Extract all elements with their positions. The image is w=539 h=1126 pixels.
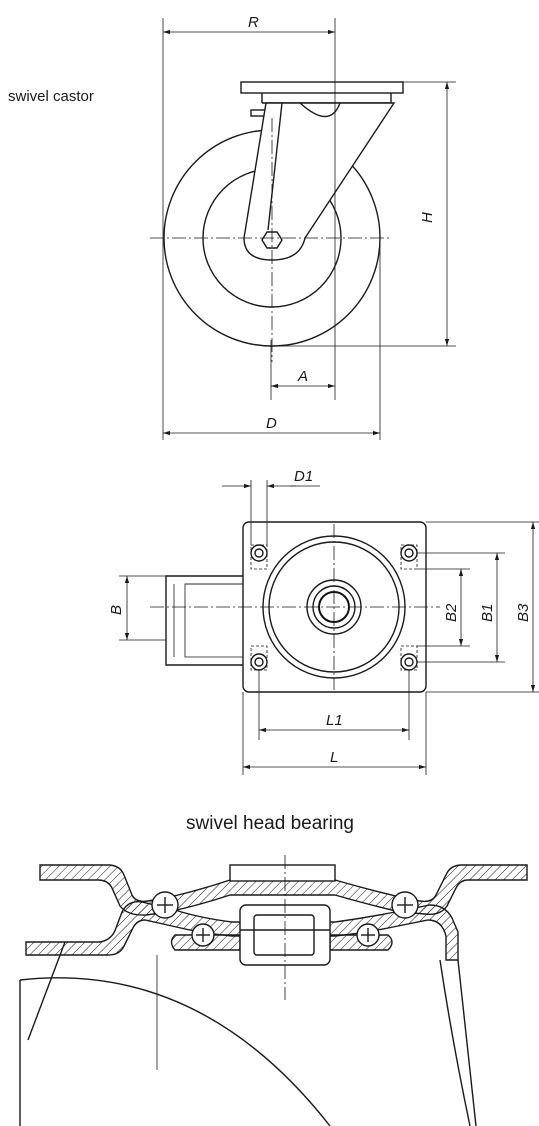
fork-leg-left	[27, 941, 66, 1041]
fork-leg-right	[457, 959, 477, 1126]
dim-label-B3: B3	[515, 603, 532, 622]
wheel-arc	[19, 977, 331, 1126]
dim-label-H: H	[419, 212, 436, 223]
dim-label-D1: D1	[294, 468, 313, 485]
dim-label-B2: B2	[443, 603, 460, 622]
bearing-section	[19, 855, 528, 1126]
swivel-head-bearing-caption: swivel head bearing	[186, 813, 354, 834]
side-view: swivel castor R H A	[8, 14, 456, 440]
dim-label-R: R	[248, 14, 259, 31]
dim-label-L1: L1	[326, 712, 343, 729]
swivel-castor-caption: swivel castor	[8, 88, 94, 105]
dim-label-B1: B1	[479, 604, 496, 622]
ball-bearings	[151, 891, 419, 947]
dim-label-B: B	[108, 605, 125, 615]
top-view: D1 B B2 B1 B3 L1 L	[108, 468, 539, 775]
dim-label-D: D	[266, 415, 277, 432]
wheel-tread	[165, 575, 243, 666]
mounting-holes	[250, 544, 418, 671]
dim-label-L: L	[330, 749, 338, 766]
dim-label-A: A	[297, 368, 308, 385]
top-plate	[240, 81, 404, 94]
kingpin-head	[229, 864, 336, 882]
